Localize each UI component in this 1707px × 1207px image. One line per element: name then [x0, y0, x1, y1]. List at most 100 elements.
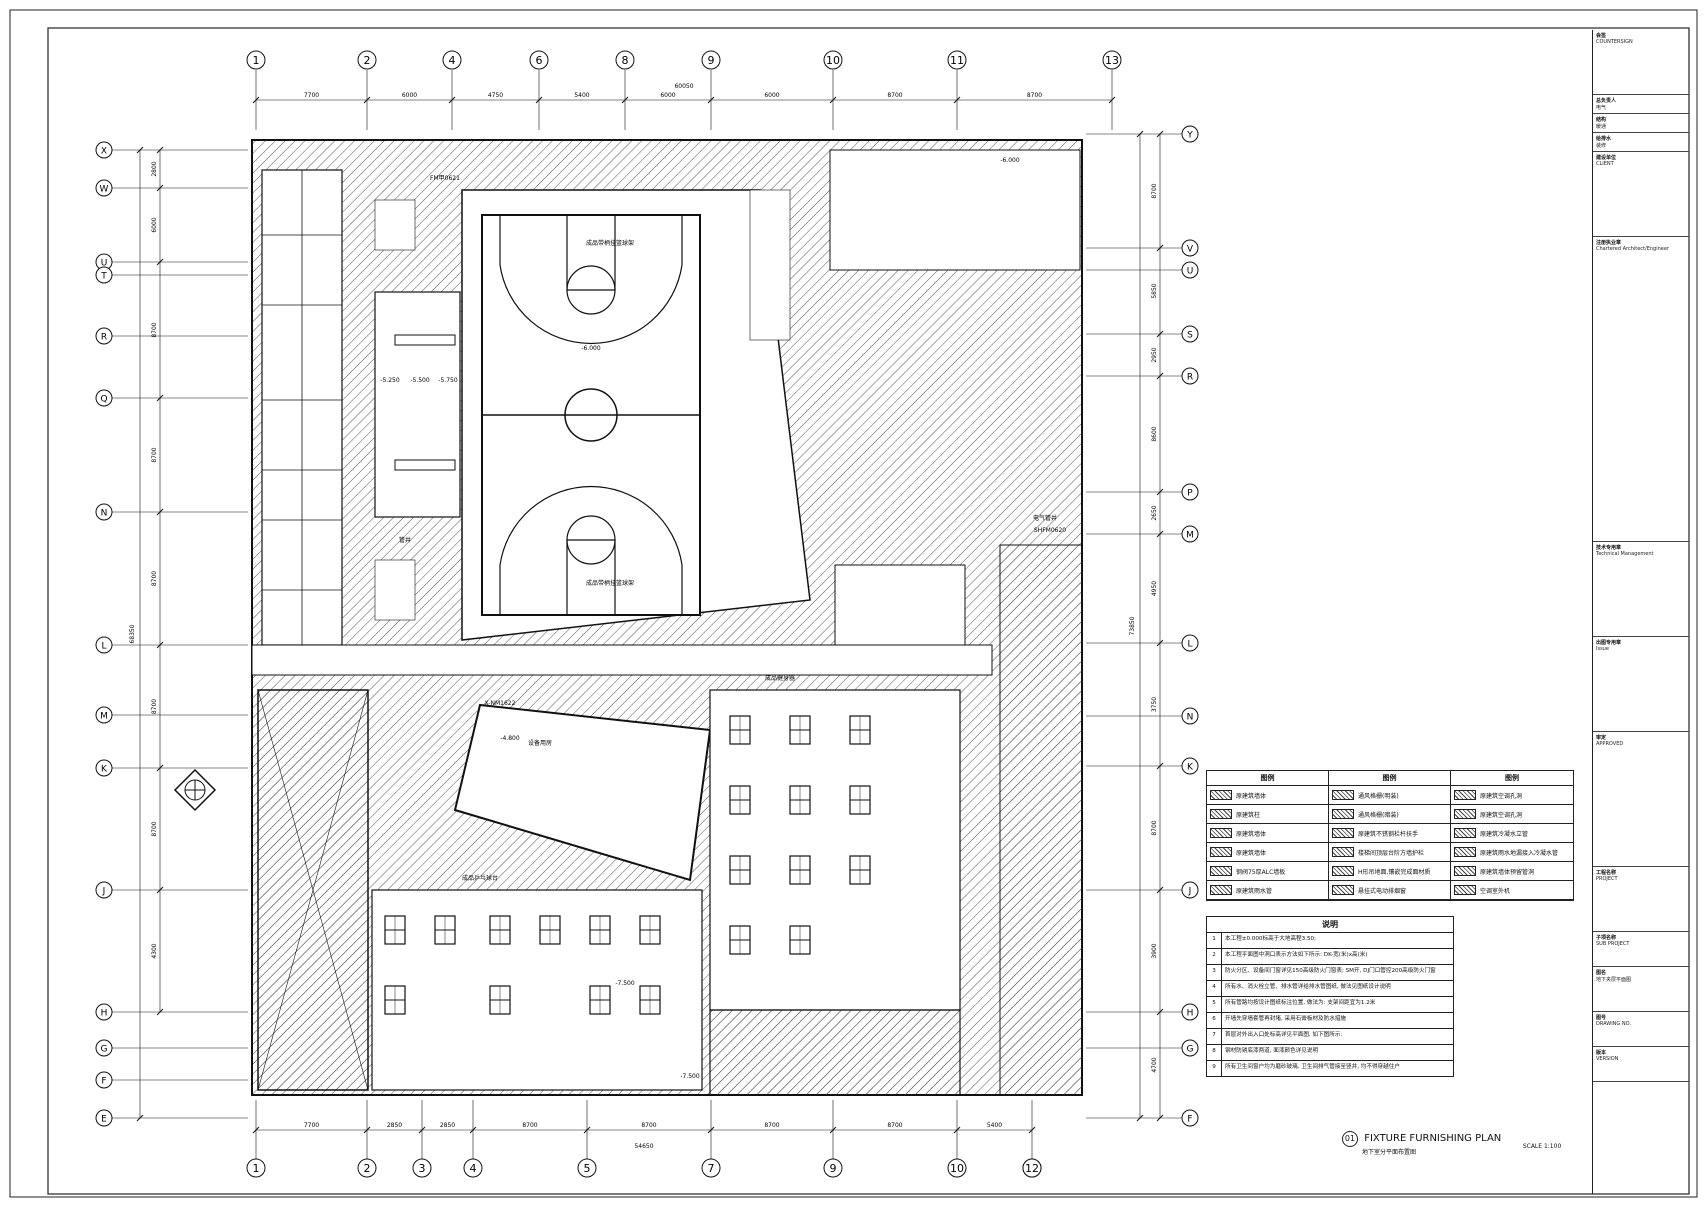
grid-label-left: W: [100, 185, 109, 195]
grid-label-left: H: [101, 1009, 108, 1019]
room-label: FM甲0621: [430, 175, 460, 182]
note-number: 6: [1207, 1013, 1222, 1028]
dim-tick: [621, 96, 629, 104]
legend-item: 通风格栅(暗装): [1329, 805, 1451, 824]
dim-value: 7700: [304, 1122, 319, 1129]
pingpong-table: [384, 985, 406, 1015]
inner-border: [47, 27, 1690, 1195]
legend-item: 原建筑墙体: [1207, 786, 1329, 805]
grid-label-right: L: [1187, 640, 1192, 650]
dim-value: 8700: [151, 322, 158, 337]
grid-label-bottom: 1: [253, 1162, 260, 1175]
grid-bubble-left: [95, 266, 113, 284]
legend-symbol-icon: [1332, 847, 1354, 857]
title-block-key: 会签: [1596, 33, 1607, 39]
title-block-value: DRAWING NO.: [1596, 1021, 1631, 1027]
grid-label-right: V: [1187, 245, 1194, 255]
grid-bubble-right: [1181, 1109, 1199, 1127]
grid-label-right: K: [1187, 763, 1194, 773]
dim-tick: [707, 96, 715, 104]
dim-tick: [156, 184, 164, 192]
dim-tick: [1156, 530, 1164, 538]
legend-table: 图例 图例 图例 原建筑墙体通风格栅(明装)原建筑空调孔洞原建筑柱通风格栅(暗装…: [1206, 770, 1574, 901]
title-block-row: 总负责人电气: [1593, 95, 1689, 114]
pingpong-table: [384, 915, 406, 945]
grid-bubble-right: [1181, 325, 1199, 343]
dim-value: 2950: [1151, 347, 1158, 362]
title-block-value: 暖通: [1596, 124, 1607, 130]
legend-item: 原建筑墙体: [1207, 843, 1329, 862]
pingpong-table: [589, 915, 611, 945]
pingpong-hall-right: [709, 689, 961, 1011]
pingpong-table: [489, 985, 511, 1015]
drawing-scale: SCALE 1:100: [1522, 1143, 1562, 1150]
pingpong-table: [729, 715, 751, 745]
legend-item: 空调室外机: [1451, 881, 1573, 900]
legend-label: 空调室外机: [1480, 887, 1511, 895]
grid-label-top: 4: [449, 54, 456, 67]
grid-bubble-top: [823, 50, 843, 70]
grid-bubble-left: [95, 759, 113, 777]
legend-header: 图例: [1207, 771, 1329, 785]
dim-value: 2800: [151, 161, 158, 176]
dim-tick: [829, 1126, 837, 1134]
dim-tick: [418, 1126, 426, 1134]
grid-label-top: 1: [253, 54, 260, 67]
legend-symbol-icon: [1210, 828, 1232, 838]
dim-tick: [156, 886, 164, 894]
dim-value: 4750: [488, 92, 503, 99]
grid-bubble-bottom: [246, 1158, 266, 1178]
pingpong-table: [539, 915, 561, 945]
dim-value: 5400: [574, 92, 589, 99]
legend-symbol-icon: [1210, 790, 1232, 800]
pingpong-table: [729, 855, 751, 885]
legend-item: 楼梯间顶层台阶方墙护栏: [1329, 843, 1451, 862]
grid-bubble-bottom: [463, 1158, 483, 1178]
legend-symbol-icon: [1332, 885, 1354, 895]
stand-area: [374, 291, 461, 518]
room-label: -5.500: [410, 377, 430, 384]
legend-header: 图例: [1505, 774, 1519, 782]
note-number: 3: [1207, 965, 1222, 980]
note-number: 8: [1207, 1045, 1222, 1060]
key-bottom: [566, 539, 616, 615]
note-text: 所有管路均按设计图纸标注位置, 做法为: 支架间距宜为1.2米: [1225, 1000, 1376, 1006]
legend-label: 通风格栅(明装): [1358, 792, 1399, 800]
grid-bubble-bottom: [357, 1158, 377, 1178]
note-text: 开墙先穿墙套管再封堵, 采用石膏板材及防水措施: [1225, 1016, 1347, 1022]
title-block-value: SUB PROJECT: [1596, 941, 1630, 947]
note-number: 5: [1207, 997, 1222, 1012]
grid-label-left: F: [101, 1077, 106, 1087]
grid-label-left: N: [101, 509, 108, 519]
outer-border: [9, 9, 1698, 1198]
legend-label: 原建筑雨水管: [1236, 887, 1273, 895]
grid-label-right: Y: [1186, 131, 1193, 141]
legend-label: 原建筑空调孔洞: [1480, 811, 1523, 819]
drawing-title: FIXTURE FURNISHING PLAN: [1364, 1133, 1502, 1144]
dim-value: 6000: [660, 92, 675, 99]
dim-value: 3900: [1151, 943, 1158, 958]
dim-tick: [363, 96, 371, 104]
title-block-value: Issue: [1596, 646, 1609, 652]
pingpong-table: [639, 985, 661, 1015]
grid-label-right: U: [1187, 267, 1194, 277]
room-label: 成品带柄挂篮球架: [586, 239, 634, 247]
legend-label: 原建筑雨水地漏接入冷凝水管: [1480, 849, 1559, 857]
dim-value: 2650: [1151, 505, 1158, 520]
title-block-value: VERSION: [1596, 1056, 1619, 1062]
corridor: [251, 644, 993, 676]
dim-tick: [156, 146, 164, 154]
dim-tick: [1156, 244, 1164, 252]
pingpong-table: [789, 855, 811, 885]
legend-item: 原建筑空调孔洞: [1451, 786, 1573, 805]
grid-label-bottom: 2: [364, 1162, 371, 1175]
grid-label-bottom: 5: [584, 1162, 591, 1175]
title-block-key: 审定: [1596, 735, 1607, 741]
legend-label: 原建筑冷凝水立管: [1480, 830, 1529, 838]
grid-bubble-right: [1181, 261, 1199, 279]
dim-value: 8700: [151, 821, 158, 836]
grid-bubble-left: [95, 1109, 113, 1127]
legend-item: 原建筑不锈钢栏杆扶手: [1329, 824, 1451, 843]
